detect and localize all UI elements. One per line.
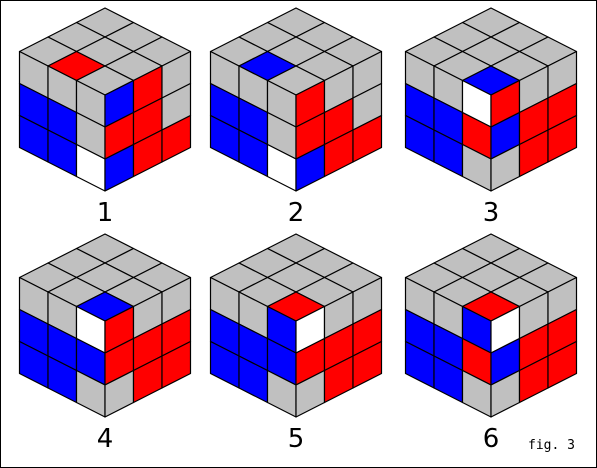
cube-2 [209, 7, 383, 192]
right-facelet [352, 114, 383, 163]
cube-3 [404, 7, 578, 192]
right-facelet [161, 340, 192, 389]
step-label-6: 6 [482, 424, 500, 454]
right-facelet [161, 114, 192, 163]
cube-5 [209, 233, 383, 418]
right-facelet [352, 340, 383, 389]
cube-4 [18, 233, 192, 418]
figure-caption: fig. 3 [528, 438, 575, 453]
step-label-5: 5 [287, 424, 305, 454]
cube-1 [18, 7, 192, 192]
step-label-1: 1 [96, 198, 114, 228]
step-label-2: 2 [287, 198, 305, 228]
step-label-4: 4 [96, 424, 114, 454]
cube-6 [404, 233, 578, 418]
step-label-3: 3 [482, 198, 500, 228]
right-facelet [547, 114, 578, 163]
right-facelet [547, 340, 578, 389]
